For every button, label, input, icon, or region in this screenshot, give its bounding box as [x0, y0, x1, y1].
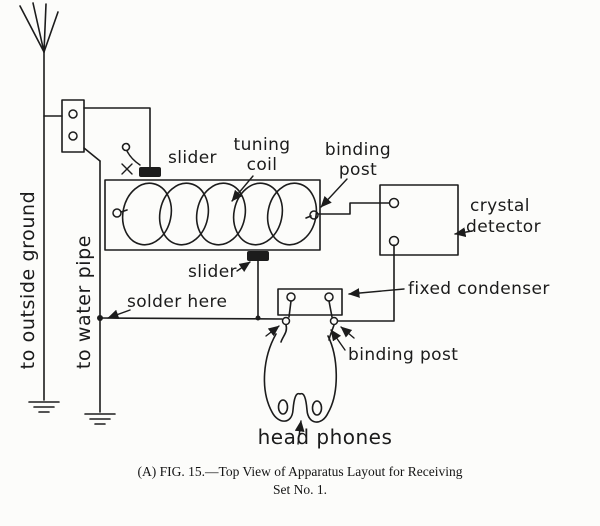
- label-binding-post-bottom: binding post: [348, 345, 458, 365]
- block-to-slider-wire: [83, 107, 151, 168]
- block-to-waterpipe-wire: [83, 147, 101, 162]
- slider-bottom: [247, 251, 269, 261]
- label-crystal-detector-line2: detector: [466, 217, 541, 237]
- detector-to-phones-wire: [337, 244, 395, 322]
- coil-to-detector-wire: [317, 202, 390, 215]
- coil-winding: [120, 182, 318, 246]
- label-slider-bottom: slider: [188, 262, 237, 282]
- ground-return-wire: [97, 260, 283, 321]
- label-head-phones: head phones: [258, 425, 393, 449]
- earth-ground-left-icon: [28, 401, 60, 413]
- tuning-coil-box: [104, 179, 321, 251]
- label-to-water-pipe: to water pipe: [73, 235, 95, 369]
- crystal-detector-arrow: [454, 227, 473, 238]
- figure-caption-line2: Set No. 1.: [273, 482, 327, 497]
- fixed-condenser-arrow: [348, 288, 405, 298]
- label-slider-top: slider: [168, 148, 217, 168]
- headphones: [263, 324, 338, 423]
- label-solder-here: solder here: [127, 292, 227, 312]
- head-phones-arrow: [294, 420, 305, 445]
- solder-here-arrow: [107, 309, 131, 320]
- label-binding-post-top-line1: binding: [325, 140, 391, 160]
- binding-post-top-arrow: [320, 178, 348, 208]
- binding-post-bottom-arrow: [330, 329, 346, 351]
- figure-caption-line1: (A) FIG. 15.—Top View of Apparatus Layou…: [138, 464, 463, 479]
- label-binding-post-top-line2: post: [339, 160, 377, 180]
- label-fixed-condenser: fixed condenser: [408, 279, 550, 299]
- label-to-outside-ground: to outside ground: [17, 191, 39, 370]
- tuning-coil-arrow: [231, 175, 254, 202]
- crystal-detector-box: [379, 184, 459, 256]
- binding-post-block: [61, 99, 85, 153]
- antenna: [19, 2, 59, 53]
- slider-bottom-arrow: [236, 261, 251, 273]
- label-crystal-detector-line1: crystal: [470, 196, 530, 216]
- fixed-condenser-box: [277, 288, 343, 318]
- earth-ground-right-icon: [84, 413, 116, 425]
- outside-ground-wire: [43, 51, 63, 401]
- label-tuning-coil-line1: tuning: [234, 135, 291, 155]
- label-tuning-coil-line2: coil: [247, 155, 278, 175]
- slider-top: [121, 142, 161, 177]
